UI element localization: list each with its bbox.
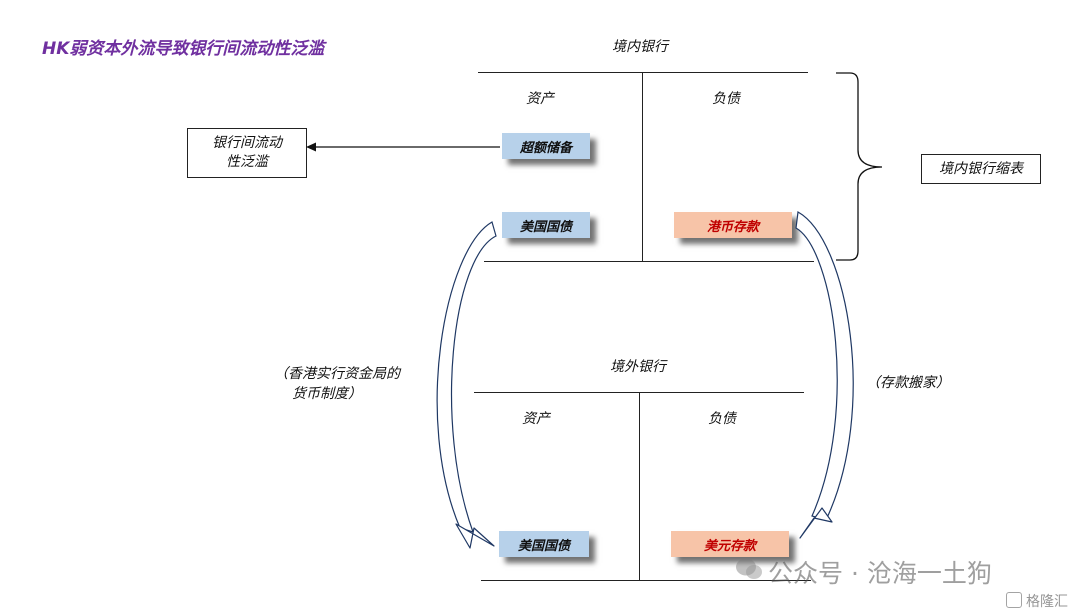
watermark-text: 公众号 · 沧海一土狗 <box>768 559 992 588</box>
currency-board-note-line-2: 货币制度） <box>292 386 362 402</box>
interbank-line-2: 性泛滥 <box>226 154 268 170</box>
domestic-bottom-line <box>484 261 814 262</box>
left-flow-arrow <box>436 221 497 549</box>
currency-board-note-line-1: （香港实行资金局的 <box>274 366 400 382</box>
liquidity-arrow <box>306 142 500 152</box>
domestic-us-treasury-box: 美国国债 <box>502 212 590 238</box>
domestic-bank-heading: 境内银行 <box>612 39 668 55</box>
hkd-deposit-box: 港币存款 <box>674 212 792 238</box>
offshore-bank-heading: 境外银行 <box>610 359 666 375</box>
interbank-liquidity-box: 银行间流动 性泛滥 <box>187 128 307 178</box>
offshore-bottom-line <box>481 580 811 581</box>
corner-watermark: 格隆汇 <box>1026 594 1068 610</box>
domestic-liabilities-label: 负债 <box>712 91 740 107</box>
domestic-top-line <box>478 72 808 73</box>
usd-deposit-box: 美元存款 <box>671 531 789 557</box>
gelonghui-logo-icon <box>1006 592 1022 608</box>
wechat-icon <box>734 556 764 582</box>
right-flow-arrow <box>795 211 854 539</box>
interbank-line-1: 银行间流动 <box>212 135 282 151</box>
domestic-divider <box>642 72 643 262</box>
deposit-migration-note: （存款搬家） <box>866 375 950 391</box>
balance-sheet-shrink-box: 境内银行缩表 <box>921 154 1041 184</box>
right-brace <box>836 72 883 261</box>
offshore-us-treasury-box: 美国国债 <box>499 531 589 557</box>
currency-board-note: （香港实行资金局的 货币制度） <box>274 364 400 404</box>
offshore-divider <box>639 392 640 580</box>
offshore-assets-label: 资产 <box>522 411 550 427</box>
diagram-title: HK弱资本外流导致银行间流动性泛滥 <box>42 39 325 59</box>
excess-reserves-box: 超额储备 <box>502 133 590 159</box>
domestic-assets-label: 资产 <box>526 91 554 107</box>
offshore-liabilities-label: 负债 <box>708 411 736 427</box>
